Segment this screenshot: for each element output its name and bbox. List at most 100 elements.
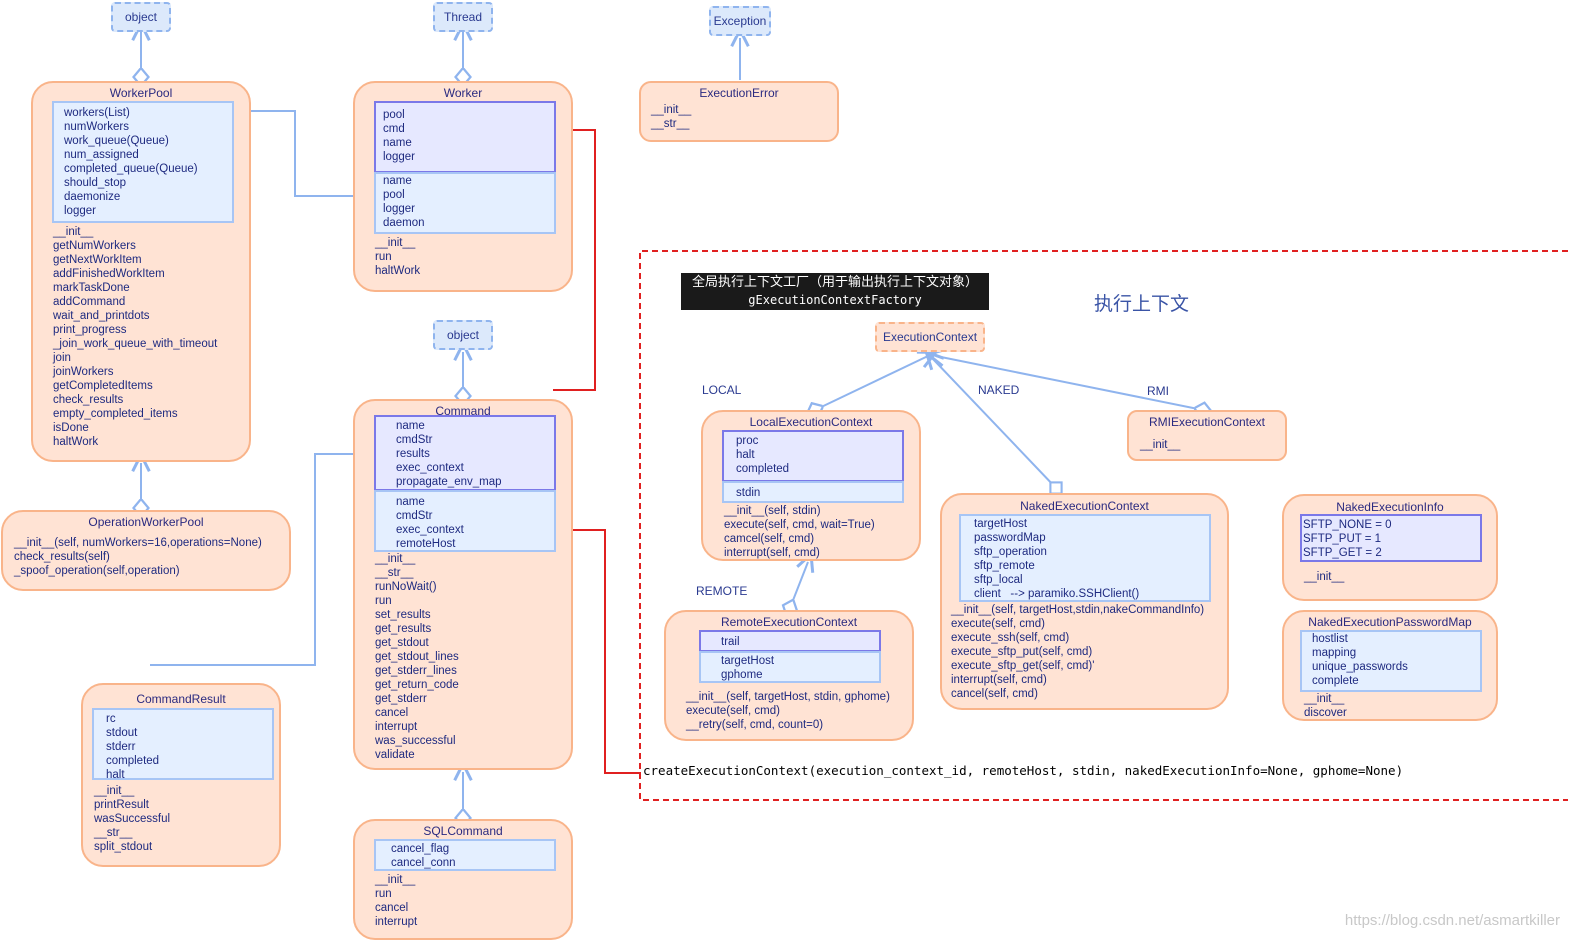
field-list: stdin xyxy=(736,486,760,500)
class-title: Command xyxy=(435,404,491,418)
member-line: completed xyxy=(106,755,160,767)
member-line: stderr xyxy=(106,741,136,753)
member-line: __init__ xyxy=(1304,693,1345,705)
member-line: cancel(self, cmd) xyxy=(951,688,1038,700)
member-line: name xyxy=(396,420,425,432)
create-context-call: createExecutionContext(execution_context… xyxy=(643,763,1404,778)
edge-remote-local xyxy=(790,562,808,608)
member-line: daemonize xyxy=(64,191,121,203)
member-line: __init__ xyxy=(375,237,416,249)
member-line: __init__(self, stdin) xyxy=(724,505,821,517)
member-line: cancel_conn xyxy=(391,857,456,869)
member-line: completed xyxy=(736,463,790,475)
member-line: was_successful xyxy=(375,735,456,747)
method-list: __init__ xyxy=(1304,570,1344,584)
class-title: CommandResult xyxy=(136,692,226,706)
method-list: __init__ xyxy=(1140,438,1180,452)
field-list: trail xyxy=(721,635,740,649)
executionerror-class: ExecutionError __init____str__ xyxy=(639,81,839,142)
member-line: __str__ xyxy=(651,118,690,130)
member-line: sftp_operation xyxy=(974,546,1047,558)
member-line: get_stdout xyxy=(375,637,429,649)
member-line: printResult xyxy=(94,799,149,811)
member-line: _join_work_queue_with_timeout xyxy=(53,338,218,350)
member-line: execute(self, cmd) xyxy=(951,618,1045,630)
member-line: check_results(self) xyxy=(14,551,110,563)
member-line: __retry(self, cmd, count=0) xyxy=(686,719,824,731)
member-line: getNumWorkers xyxy=(53,240,136,252)
member-line: passwordMap xyxy=(974,532,1046,544)
operationworkerpool-class: OperationWorkerPool __init__(self, numWo… xyxy=(1,510,291,591)
member-line: runNoWait() xyxy=(375,581,437,593)
object-stub-top: object xyxy=(111,2,171,32)
member-line: cancel xyxy=(375,707,409,719)
member-line: numWorkers xyxy=(64,121,129,133)
class-title: SQLCommand xyxy=(423,824,503,838)
member-line: join xyxy=(53,352,71,364)
member-line: sftp_remote xyxy=(974,560,1035,572)
member-line: interrupt(self, cmd) xyxy=(724,547,820,559)
member-line: set_results xyxy=(375,609,431,621)
fields-box: trail xyxy=(699,630,881,652)
member-line: name xyxy=(383,175,412,187)
watermark: https://blog.csdn.net/asmartkiller xyxy=(1344,912,1560,929)
class-title: NakedExecutionPasswordMap xyxy=(1308,615,1472,629)
member-line: get_return_code xyxy=(375,679,459,691)
member-line: trail xyxy=(721,636,740,648)
method-list: __init__ discover xyxy=(1304,692,1347,720)
member-line: check_results xyxy=(53,394,124,406)
member-line: get_results xyxy=(375,623,432,635)
member-line: __str__ xyxy=(94,827,133,839)
member-line: run xyxy=(375,251,392,263)
class-title: Worker xyxy=(443,86,483,100)
member-line: __init__(self, targetHost, stdin, gphome… xyxy=(686,691,890,703)
member-line: _spoof_operation(self,operation) xyxy=(14,565,180,577)
member-line: camcel(self, cmd) xyxy=(724,533,815,545)
class-title: RemoteExecutionContext xyxy=(720,615,858,629)
member-line: execute_sftp_get(self, cmd)' xyxy=(951,660,1095,672)
class-title: RMIExecutionContext xyxy=(1148,415,1266,429)
edge-rmi-executioncontext xyxy=(936,356,1203,410)
member-line: run xyxy=(375,888,392,900)
member-line: __init__(self, numWorkers=16,operations=… xyxy=(14,537,262,549)
member-line: cmdStr xyxy=(396,510,433,522)
member-line: logger xyxy=(383,151,415,163)
member-line: workers(List) xyxy=(64,107,130,119)
member-line: stdout xyxy=(106,727,138,739)
member-line: interrupt xyxy=(375,721,418,733)
exception-stub: Exception xyxy=(709,6,771,36)
class-title: OperationWorkerPool xyxy=(88,515,204,529)
class-title: ExecutionError xyxy=(699,86,779,100)
member-line: pool xyxy=(383,109,405,121)
member-line: execute(self, cmd, wait=True) xyxy=(724,519,875,531)
member-line: discover xyxy=(1304,707,1347,719)
member-line: proc xyxy=(736,435,759,447)
method-list: __init__(self, stdin) execute(self, cmd, … xyxy=(724,504,875,560)
member-line: get_stdout_lines xyxy=(375,651,459,663)
